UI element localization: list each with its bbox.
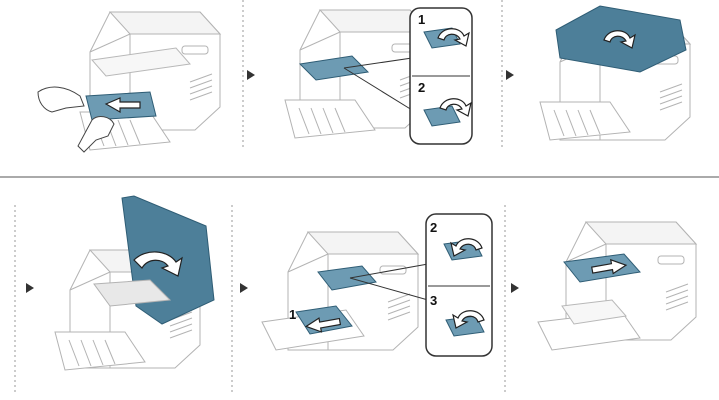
- step-arrow-icon: [247, 70, 255, 80]
- bottom-step-3-close-and-finish: [537, 221, 697, 351]
- step-arrow-icon: [26, 283, 34, 293]
- jammed-paper: [317, 265, 377, 291]
- bottom-step-1-open-inner-cover: [54, 195, 215, 371]
- top-step-2-pull-paper-from-input: 1 2: [284, 7, 473, 145]
- callout-number-1: 1: [289, 307, 296, 322]
- curved-arrow-icon: [133, 251, 183, 277]
- top-step-3-open-top-cover: [539, 5, 691, 141]
- hand-icon: [37, 86, 85, 113]
- hand-icon: [77, 116, 115, 153]
- jammed-paper: [298, 55, 370, 81]
- callout-number-3: 3: [430, 293, 437, 308]
- top-step-1-remove-paper-from-output: [37, 11, 221, 153]
- callout-number-2: 2: [418, 80, 425, 95]
- step-arrow-icon: [506, 70, 514, 80]
- step-arrow-icon: [511, 283, 519, 293]
- bottom-step-2-reload-paper: 1 2 3: [261, 213, 493, 357]
- callout-number-2: 2: [430, 220, 437, 235]
- top-cover: [555, 5, 687, 73]
- step-arrow-icon: [240, 283, 248, 293]
- callout-number-1: 1: [418, 12, 425, 27]
